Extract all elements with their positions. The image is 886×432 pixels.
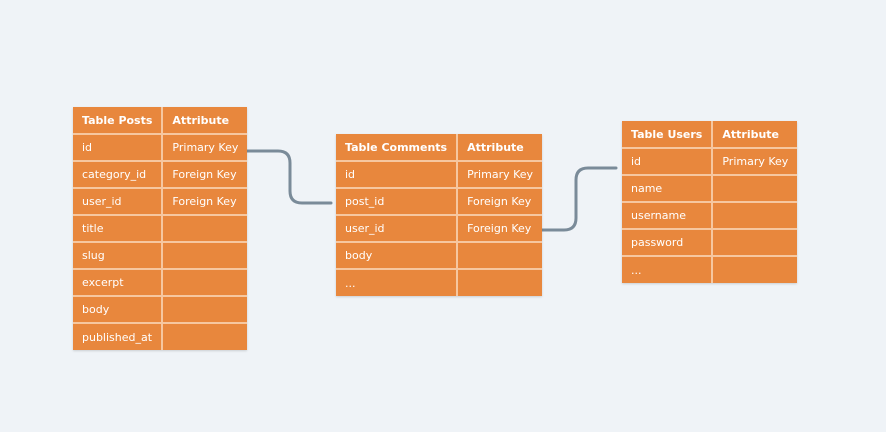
connector-comments-user-id-to-users-id <box>526 166 618 232</box>
table-row: body <box>336 242 543 270</box>
field-name: body <box>336 242 459 270</box>
field-attribute: Foreign Key <box>457 215 543 243</box>
table-posts: Table Posts Attribute id Primary Key cat… <box>73 107 248 350</box>
table-row: id Primary Key <box>73 134 248 162</box>
table-row: published_at <box>73 323 247 350</box>
field-attribute <box>162 215 248 243</box>
table-row: ... <box>336 269 542 296</box>
field-name: username <box>622 202 714 230</box>
table-row: user_id Foreign Key <box>73 188 248 216</box>
field-attribute <box>162 296 248 324</box>
table-row: post_id Foreign Key <box>336 188 543 216</box>
table-row: category_id Foreign Key <box>73 161 248 189</box>
field-attribute: Primary Key <box>457 161 543 189</box>
table-row: username <box>622 202 798 230</box>
field-attribute <box>712 229 798 257</box>
field-attribute: Foreign Key <box>162 161 248 189</box>
field-attribute <box>457 242 543 270</box>
attribute-header: Attribute <box>712 121 798 149</box>
field-name: post_id <box>336 188 459 216</box>
field-attribute <box>162 323 247 350</box>
table-comments: Table Comments Attribute id Primary Key … <box>336 134 543 296</box>
table-row: title <box>73 215 248 243</box>
table-row: ... <box>622 256 797 283</box>
attribute-header: Attribute <box>162 107 248 135</box>
field-attribute <box>712 202 798 230</box>
field-attribute: Foreign Key <box>162 188 248 216</box>
table-users: Table Users Attribute id Primary Key nam… <box>622 121 798 283</box>
field-name: category_id <box>73 161 164 189</box>
field-attribute <box>457 269 542 296</box>
field-name: user_id <box>73 188 164 216</box>
table-row: user_id Foreign Key <box>336 215 543 243</box>
field-attribute: Foreign Key <box>457 188 543 216</box>
field-attribute: Primary Key <box>162 134 248 162</box>
field-name: id <box>622 148 714 176</box>
table-row: body <box>73 296 248 324</box>
table-title: Table Comments <box>336 134 459 162</box>
field-attribute <box>712 256 797 283</box>
table-row: id Primary Key <box>622 148 798 176</box>
table-row: id Primary Key <box>336 161 543 189</box>
field-name: excerpt <box>73 269 164 297</box>
field-attribute <box>162 242 248 270</box>
field-name: id <box>73 134 164 162</box>
field-attribute <box>162 269 248 297</box>
table-header-row: Table Posts Attribute <box>73 107 248 135</box>
field-name: ... <box>622 256 714 283</box>
table-row: slug <box>73 242 248 270</box>
field-name: slug <box>73 242 164 270</box>
table-row: password <box>622 229 798 257</box>
field-attribute: Primary Key <box>712 148 798 176</box>
field-name: user_id <box>336 215 459 243</box>
field-name: password <box>622 229 714 257</box>
table-row: excerpt <box>73 269 248 297</box>
table-row: name <box>622 175 798 203</box>
table-header-row: Table Comments Attribute <box>336 134 543 162</box>
attribute-header: Attribute <box>457 134 543 162</box>
connector-posts-id-to-comments-post-id <box>245 149 333 205</box>
field-name: body <box>73 296 164 324</box>
table-header-row: Table Users Attribute <box>622 121 798 149</box>
table-title: Table Posts <box>73 107 164 135</box>
field-name: published_at <box>73 323 164 350</box>
field-name: ... <box>336 269 459 296</box>
table-title: Table Users <box>622 121 714 149</box>
field-name: id <box>336 161 459 189</box>
field-name: title <box>73 215 164 243</box>
field-name: name <box>622 175 714 203</box>
field-attribute <box>712 175 798 203</box>
